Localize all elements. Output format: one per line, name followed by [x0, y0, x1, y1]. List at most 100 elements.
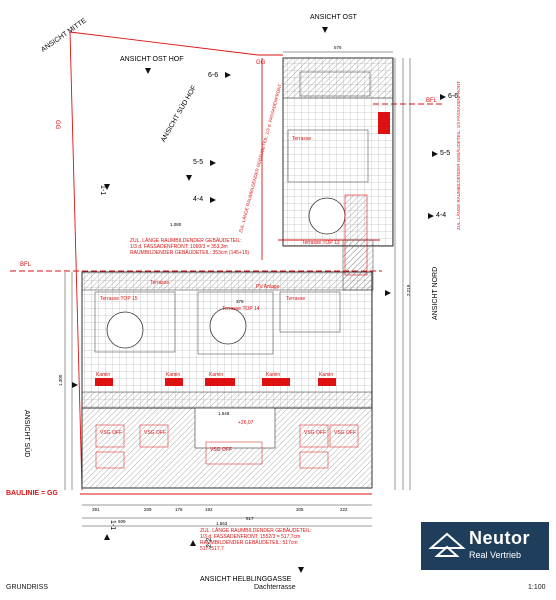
gg-marker-left: GG — [54, 120, 60, 130]
note-top: ZUL. LÄNGE RAUMBILDENDER GEBÄUDETEIL: 1/… — [130, 238, 250, 256]
marker-sued-icon — [72, 382, 78, 388]
marker-22t-icon — [186, 175, 192, 181]
note-vert-left: ZUL. LÄNGE RAUMBILDENDER GEBÄUDETEIL: 1/… — [238, 83, 283, 234]
kamin-label-2: Kamin — [166, 372, 181, 378]
terrasse-upper-label: Terrasse — [292, 136, 312, 142]
dim-1548: 1.548 — [218, 411, 230, 416]
terrasse-top15-label: Terrasse TOP 15 — [100, 296, 138, 302]
dim-305: 305 — [296, 507, 304, 512]
boundary-top — [69, 31, 283, 56]
marker-ost-icon — [322, 27, 328, 33]
footer-left: GRUNDRISS — [6, 584, 49, 591]
kamin-label-1: Kamin — [96, 372, 111, 378]
dim-1080: 1.080 — [170, 222, 182, 227]
vsg-label-4: VSG — [304, 430, 315, 436]
kamine — [95, 112, 390, 386]
kamin-label-3: Kamin — [209, 372, 224, 378]
kamin-1 — [95, 378, 113, 386]
view-ost-hof-label: ANSICHT OST HOF — [120, 56, 184, 63]
marker-nord-icon — [385, 290, 391, 296]
view-sued-hof-label: ANSICHT SÜD HOF — [160, 84, 199, 144]
dim-222: 222 — [340, 507, 348, 512]
spiral-stair-left — [106, 311, 144, 349]
marker-22-icon — [190, 540, 196, 546]
view-nord-label: ANSICHT NORD — [432, 266, 439, 320]
boundary-left — [69, 31, 83, 491]
marker-ost-hof-icon — [145, 68, 151, 74]
boundary-lines — [10, 31, 445, 495]
kamin-5 — [318, 378, 336, 386]
section-55r-label: 5-5 — [440, 150, 451, 157]
terrace-upper-box — [287, 129, 369, 183]
dim-576: 576 — [334, 45, 342, 50]
dim-178: 178 — [175, 507, 183, 512]
dim-517: 517 — [246, 516, 254, 521]
off-label-1: OFF — [112, 430, 122, 436]
stair-core — [194, 407, 276, 449]
dim-1300: 1.300 — [58, 374, 63, 386]
house-icon — [428, 532, 466, 557]
upper-wing-roof — [282, 57, 394, 99]
gg-marker-top: GG — [256, 60, 266, 66]
dim-1563: 1.563 — [216, 521, 228, 526]
view-sued-label: ANSICHT SÜD — [23, 410, 30, 458]
kamin-4 — [262, 378, 290, 386]
off-label-2: OFF — [156, 430, 166, 436]
note-bottom: ZUL. LÄNGE RAUMBILDENDER GEBÄUDETEIL: 1/… — [200, 528, 312, 552]
vsg-label-2: VSG — [144, 430, 155, 436]
band-bottom — [81, 391, 373, 409]
off-label-4: OFF — [316, 430, 326, 436]
logo-name: Neutor — [469, 528, 530, 548]
dimension-lines — [64, 51, 411, 527]
dim-391: 391 — [92, 507, 100, 512]
view-mitte-label: ANSICHT MITTE — [40, 17, 88, 54]
terrace-top14-box — [197, 291, 274, 355]
bfl-marker-left: BFL — [20, 262, 32, 268]
kamin-6 — [378, 112, 390, 134]
bfl-marker-right: BFL — [426, 98, 438, 104]
section-66r-label: 6-6 — [448, 93, 459, 100]
off-label-5: OFF — [346, 430, 356, 436]
dim-2219: 2.219 — [406, 284, 411, 296]
spiral-stair-mid — [209, 307, 247, 345]
logo-sub: Real Vertrieb — [469, 550, 522, 560]
section-55-label: 5-5 — [193, 159, 204, 166]
section-44-label: 4-4 — [193, 196, 204, 203]
section-44r-label: 4-4 — [436, 212, 447, 219]
off-label-3: OFF — [222, 447, 232, 453]
neutor-logo: Neutor Real Vertrieb — [421, 522, 549, 570]
dim-209: 209 — [144, 507, 152, 512]
section-markers — [72, 27, 446, 573]
level-mark: +26,07 — [238, 420, 254, 426]
terrace-box-right — [279, 291, 341, 333]
marker-11b-icon — [104, 534, 110, 540]
dim-609: 609 — [118, 519, 126, 524]
vsg-boxes — [95, 424, 359, 469]
marker-44-icon — [210, 197, 216, 203]
terrace-top15-box — [94, 291, 176, 353]
marker-66-icon — [225, 72, 231, 78]
marker-66r-icon — [440, 94, 446, 100]
baulinie-label: BAULINIE = GG — [6, 490, 58, 497]
upper-boxes — [299, 71, 371, 97]
view-ost-label: ANSICHT OST — [310, 14, 357, 21]
pv-anlage-label: PV Anlage — [256, 284, 280, 290]
footer-right: 1:100 — [528, 584, 546, 591]
section-11-label: 1-1 — [99, 185, 106, 196]
section-11b-label: 1-1 — [109, 520, 116, 531]
marker-44r-icon — [428, 213, 434, 219]
view-helbling-label: ANSICHT HELBLINGGASSE — [200, 576, 292, 583]
vsg-label-1: VSG — [100, 430, 111, 436]
marker-55r-icon — [432, 151, 438, 157]
marker-55-icon — [210, 160, 216, 166]
section-66-label: 6-6 — [208, 72, 219, 79]
kamin-label-5: Kamin — [319, 372, 334, 378]
marker-11-icon — [104, 184, 110, 190]
footer-center: Dachterrasse — [254, 584, 296, 591]
terrasse-top13-label: Terrasse TOP 13 — [302, 240, 340, 246]
dim-379: 379 — [236, 299, 244, 304]
terrasse-top14-label: Terrasse TOP 14 — [222, 306, 260, 312]
kamin-3 — [205, 378, 235, 386]
vsg-label-5: VSG — [334, 430, 345, 436]
